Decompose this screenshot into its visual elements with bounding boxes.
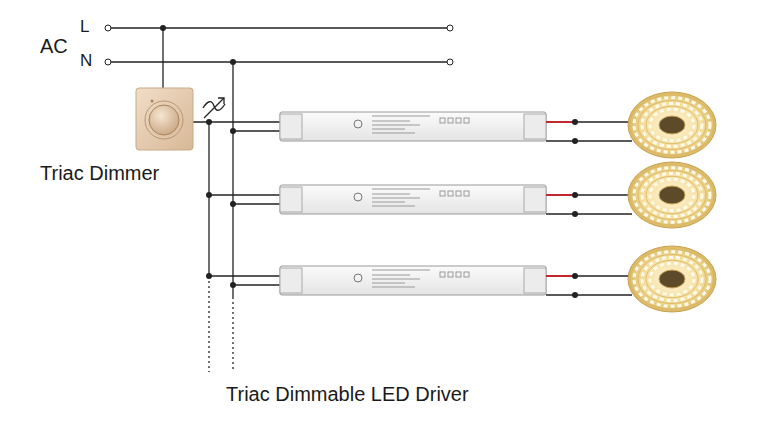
- caption: Triac Dimmable LED Driver: [226, 383, 469, 405]
- dimmer-node: Triac Dimmer: [40, 86, 204, 184]
- led-strip-reel: [628, 92, 716, 158]
- node-label: Triac Dimmer: [40, 86, 204, 184]
- terminal-label: AC: [40, 35, 68, 57]
- led-driver-unit: [280, 266, 632, 298]
- terminal-label: L: [80, 18, 89, 37]
- led-driver-unit: [280, 112, 632, 144]
- terminal-label: N: [80, 52, 92, 71]
- led-driver-unit: [280, 185, 632, 217]
- led-strip-reel: [628, 246, 716, 312]
- dimmer-picture: [135, 87, 195, 153]
- led-strip-reel: [628, 162, 716, 228]
